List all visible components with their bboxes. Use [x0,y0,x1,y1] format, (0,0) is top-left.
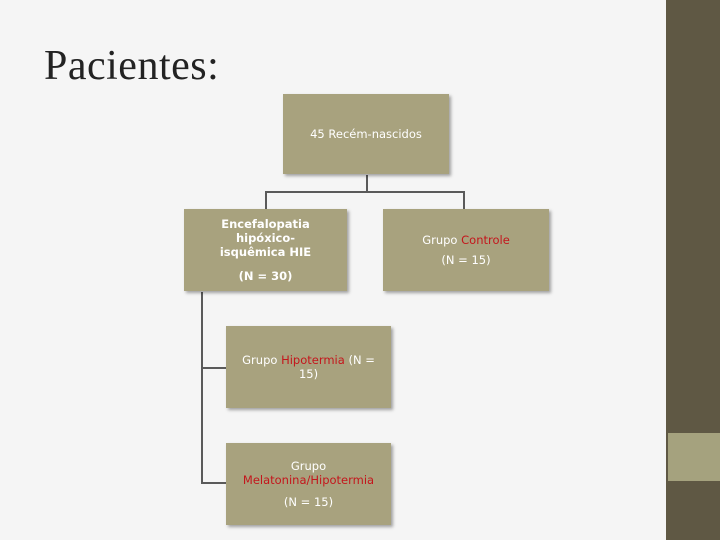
root-box: 45 Recém-nascidos [283,94,449,174]
melatonin-line1: Grupo [290,459,327,473]
hie-label-line2: isquêmica HIE [219,245,312,259]
hypothermia-label: Grupo Hipotermia (N = [242,353,375,367]
connector-root-down [366,175,368,192]
connector-to-melatonin [201,482,227,484]
hypothermia-suffix: (N = [344,353,375,367]
control-group-box: Grupo Controle (N = 15) [383,209,549,291]
connector-horizontal-split [265,191,465,193]
control-count: (N = 15) [441,253,491,267]
slide-title: Pacientes: [44,43,220,89]
hypothermia-count: 15) [298,367,319,381]
melatonin-group-box: Grupo Melatonina/Hipotermia (N = 15) [226,443,391,525]
connector-to-control [463,191,465,209]
control-highlight: Controle [461,233,510,247]
hie-count: (N = 30) [238,269,293,283]
side-decorative-accent [668,433,720,481]
root-label: 45 Recém-nascidos [310,127,422,141]
melatonin-highlight: Melatonina/Hipotermia [242,473,375,487]
melatonin-count: (N = 15) [283,495,334,509]
hie-group-box: Encefalopatia hipóxico- isquêmica HIE (N… [184,209,347,291]
hie-label-line1: Encefalopatia hipóxico- [221,217,310,245]
control-label: Grupo Controle [422,233,510,247]
connector-hie-vertical [201,292,203,484]
connector-to-hypothermia [201,367,227,369]
control-prefix: Grupo [422,233,462,247]
hypothermia-prefix: Grupo [242,353,282,367]
hypothermia-highlight: Hipotermia [281,353,345,367]
hypothermia-group-box: Grupo Hipotermia (N = 15) [226,326,391,408]
connector-to-hie [265,191,267,209]
